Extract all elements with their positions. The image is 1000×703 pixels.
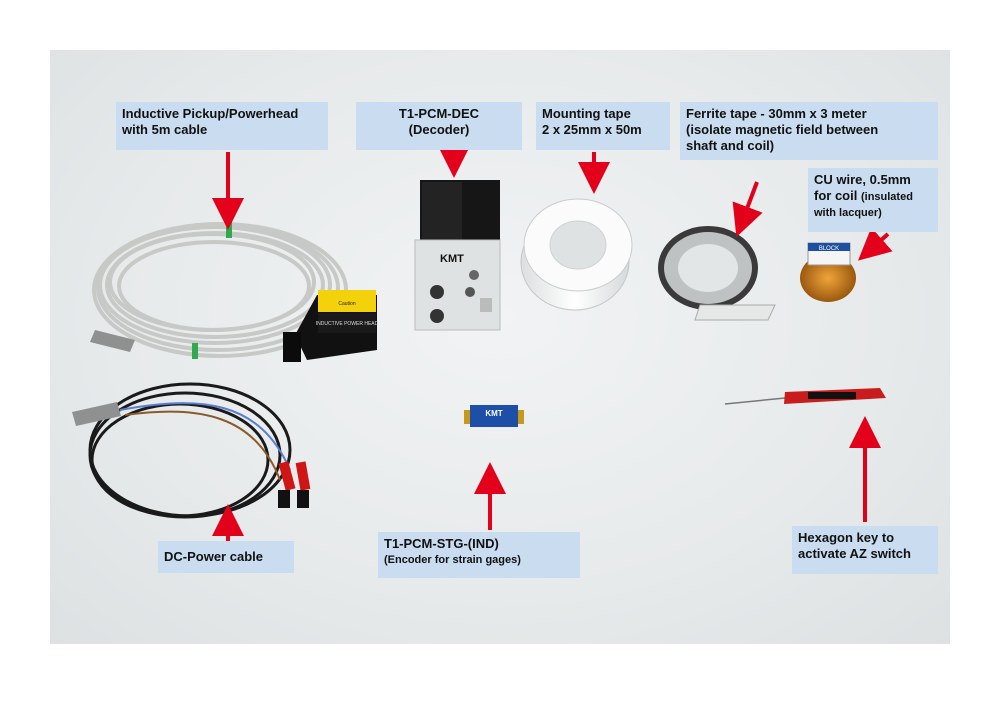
pickup-cable-tie-lower xyxy=(192,343,198,359)
mounting-tape-rolls xyxy=(520,198,633,311)
ferrite-tape-roll xyxy=(658,226,776,321)
label-hexkey-line1: Hexagon key to xyxy=(798,530,895,545)
encoder-brand: KMT xyxy=(485,409,502,418)
pickup-cable-tie xyxy=(226,222,232,238)
label-dc-power: DC-Power cable xyxy=(158,541,294,573)
label-inductive-pickup: Inductive Pickup/Powerhead with 5m cable xyxy=(116,102,328,150)
label-pickup-line2: with 5m cable xyxy=(122,122,208,137)
label-tape-line1: Mounting tape xyxy=(542,106,631,121)
label-decoder-line2: (Decoder) xyxy=(408,122,470,137)
label-ferrite-line3: shaft and coil) xyxy=(686,138,775,153)
dc-power-connector xyxy=(72,402,121,426)
label-ferrite-line2: (isolate magnetic field between xyxy=(686,122,879,137)
label-cuwire-line2b: (insulated xyxy=(860,191,913,203)
hexagon-key xyxy=(724,388,886,405)
label-decoder: T1-PCM-DEC (Decoder) xyxy=(356,102,522,150)
label-pickup-line1: Inductive Pickup/Powerhead xyxy=(122,106,299,121)
label-encoder-line2: (Encoder for strain gages) xyxy=(384,554,521,566)
label-mounting-tape: Mounting tape 2 x 25mm x 50m xyxy=(536,102,670,150)
pickup-connector xyxy=(90,330,135,352)
powerhead-label: INDUCTIVE POWER HEAD xyxy=(316,321,379,327)
decoder-box: KMT xyxy=(414,180,501,331)
label-cuwire-line3: with lacquer) xyxy=(814,207,882,219)
label-ferrite-line1: Ferrite tape - 30mm x 3 meter xyxy=(686,106,867,121)
label-hexagon-key: Hexagon key to activate AZ switch xyxy=(792,526,938,574)
powerhead-box: Caution INDUCTIVE POWER HEAD xyxy=(283,290,379,362)
label-ferrite-tape: Ferrite tape - 30mm x 3 meter (isolate m… xyxy=(680,102,938,160)
label-encoder: T1-PCM-STG-(IND) (Encoder for strain gag… xyxy=(378,532,580,578)
label-encoder-line1: T1-PCM-STG-(IND) xyxy=(384,536,499,551)
label-hexkey-line2: activate AZ switch xyxy=(798,546,911,561)
svg-text:Caution: Caution xyxy=(338,301,355,307)
encoder-module: KMT xyxy=(464,405,524,427)
label-tape-line2: 2 x 25mm x 50m xyxy=(542,122,642,137)
copper-wire-spool: BLOCK xyxy=(800,242,856,302)
label-decoder-line1: T1-PCM-DEC xyxy=(398,106,480,121)
banana-plugs xyxy=(278,461,311,508)
label-cuwire-line1: CU wire, 0.5mm xyxy=(814,172,911,187)
label-cuwire-line2: for coil xyxy=(814,188,858,203)
wire-brand: BLOCK xyxy=(819,246,839,252)
label-power-line1: DC-Power cable xyxy=(164,549,263,564)
decoder-brand: KMT xyxy=(440,253,464,265)
dc-power-cable xyxy=(88,382,292,519)
callout-arrows xyxy=(212,146,893,548)
label-cu-wire: CU wire, 0.5mm for coil (insulated with … xyxy=(808,168,938,232)
